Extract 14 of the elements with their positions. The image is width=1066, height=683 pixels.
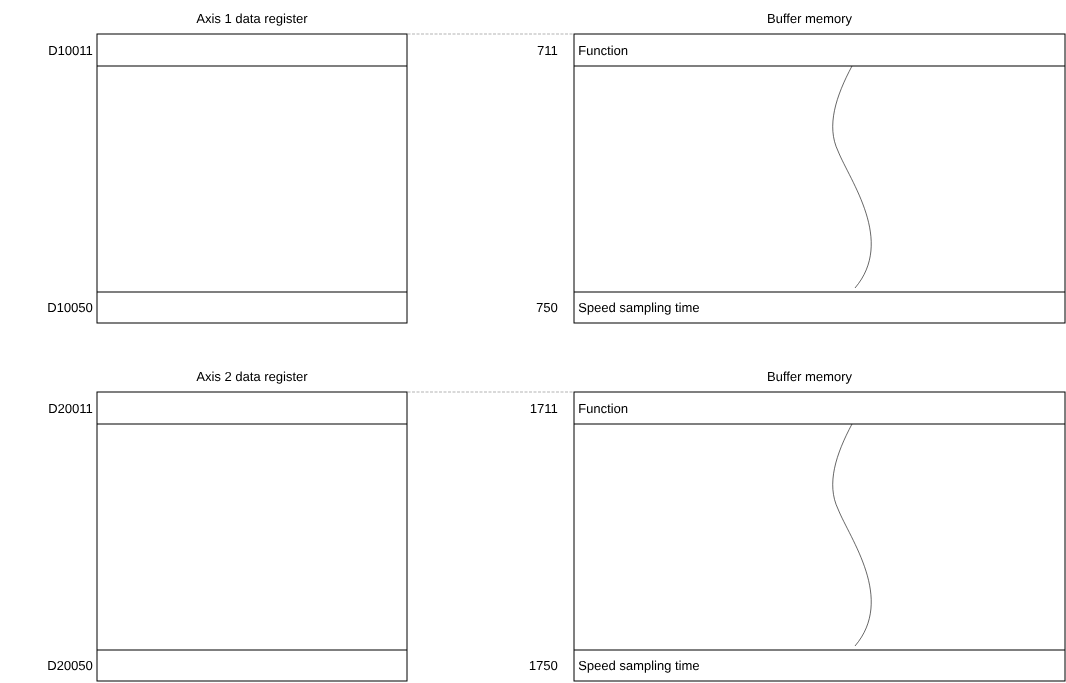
node-label: Buffer memory (768, 13, 852, 26)
table-block: Axis 1 data register (96, 13, 408, 324)
connector-line (407, 391, 574, 393)
address-label: 750 (536, 302, 558, 313)
address-label: 711 (537, 46, 558, 55)
node-label: Axis 2 data register (196, 371, 308, 384)
address-label: 1750 (529, 660, 558, 671)
node-label: Buffer memory (768, 371, 852, 384)
table-block: Axis 2 data register (96, 371, 408, 682)
node-label: Axis 1 data register (196, 13, 308, 26)
table-block: Buffer memory Function Speed sampling time (573, 371, 1066, 682)
address-label: 1711 (530, 404, 558, 413)
table-block: Buffer memory Function Speed sampling time (573, 13, 1066, 324)
connector-line (407, 33, 574, 35)
